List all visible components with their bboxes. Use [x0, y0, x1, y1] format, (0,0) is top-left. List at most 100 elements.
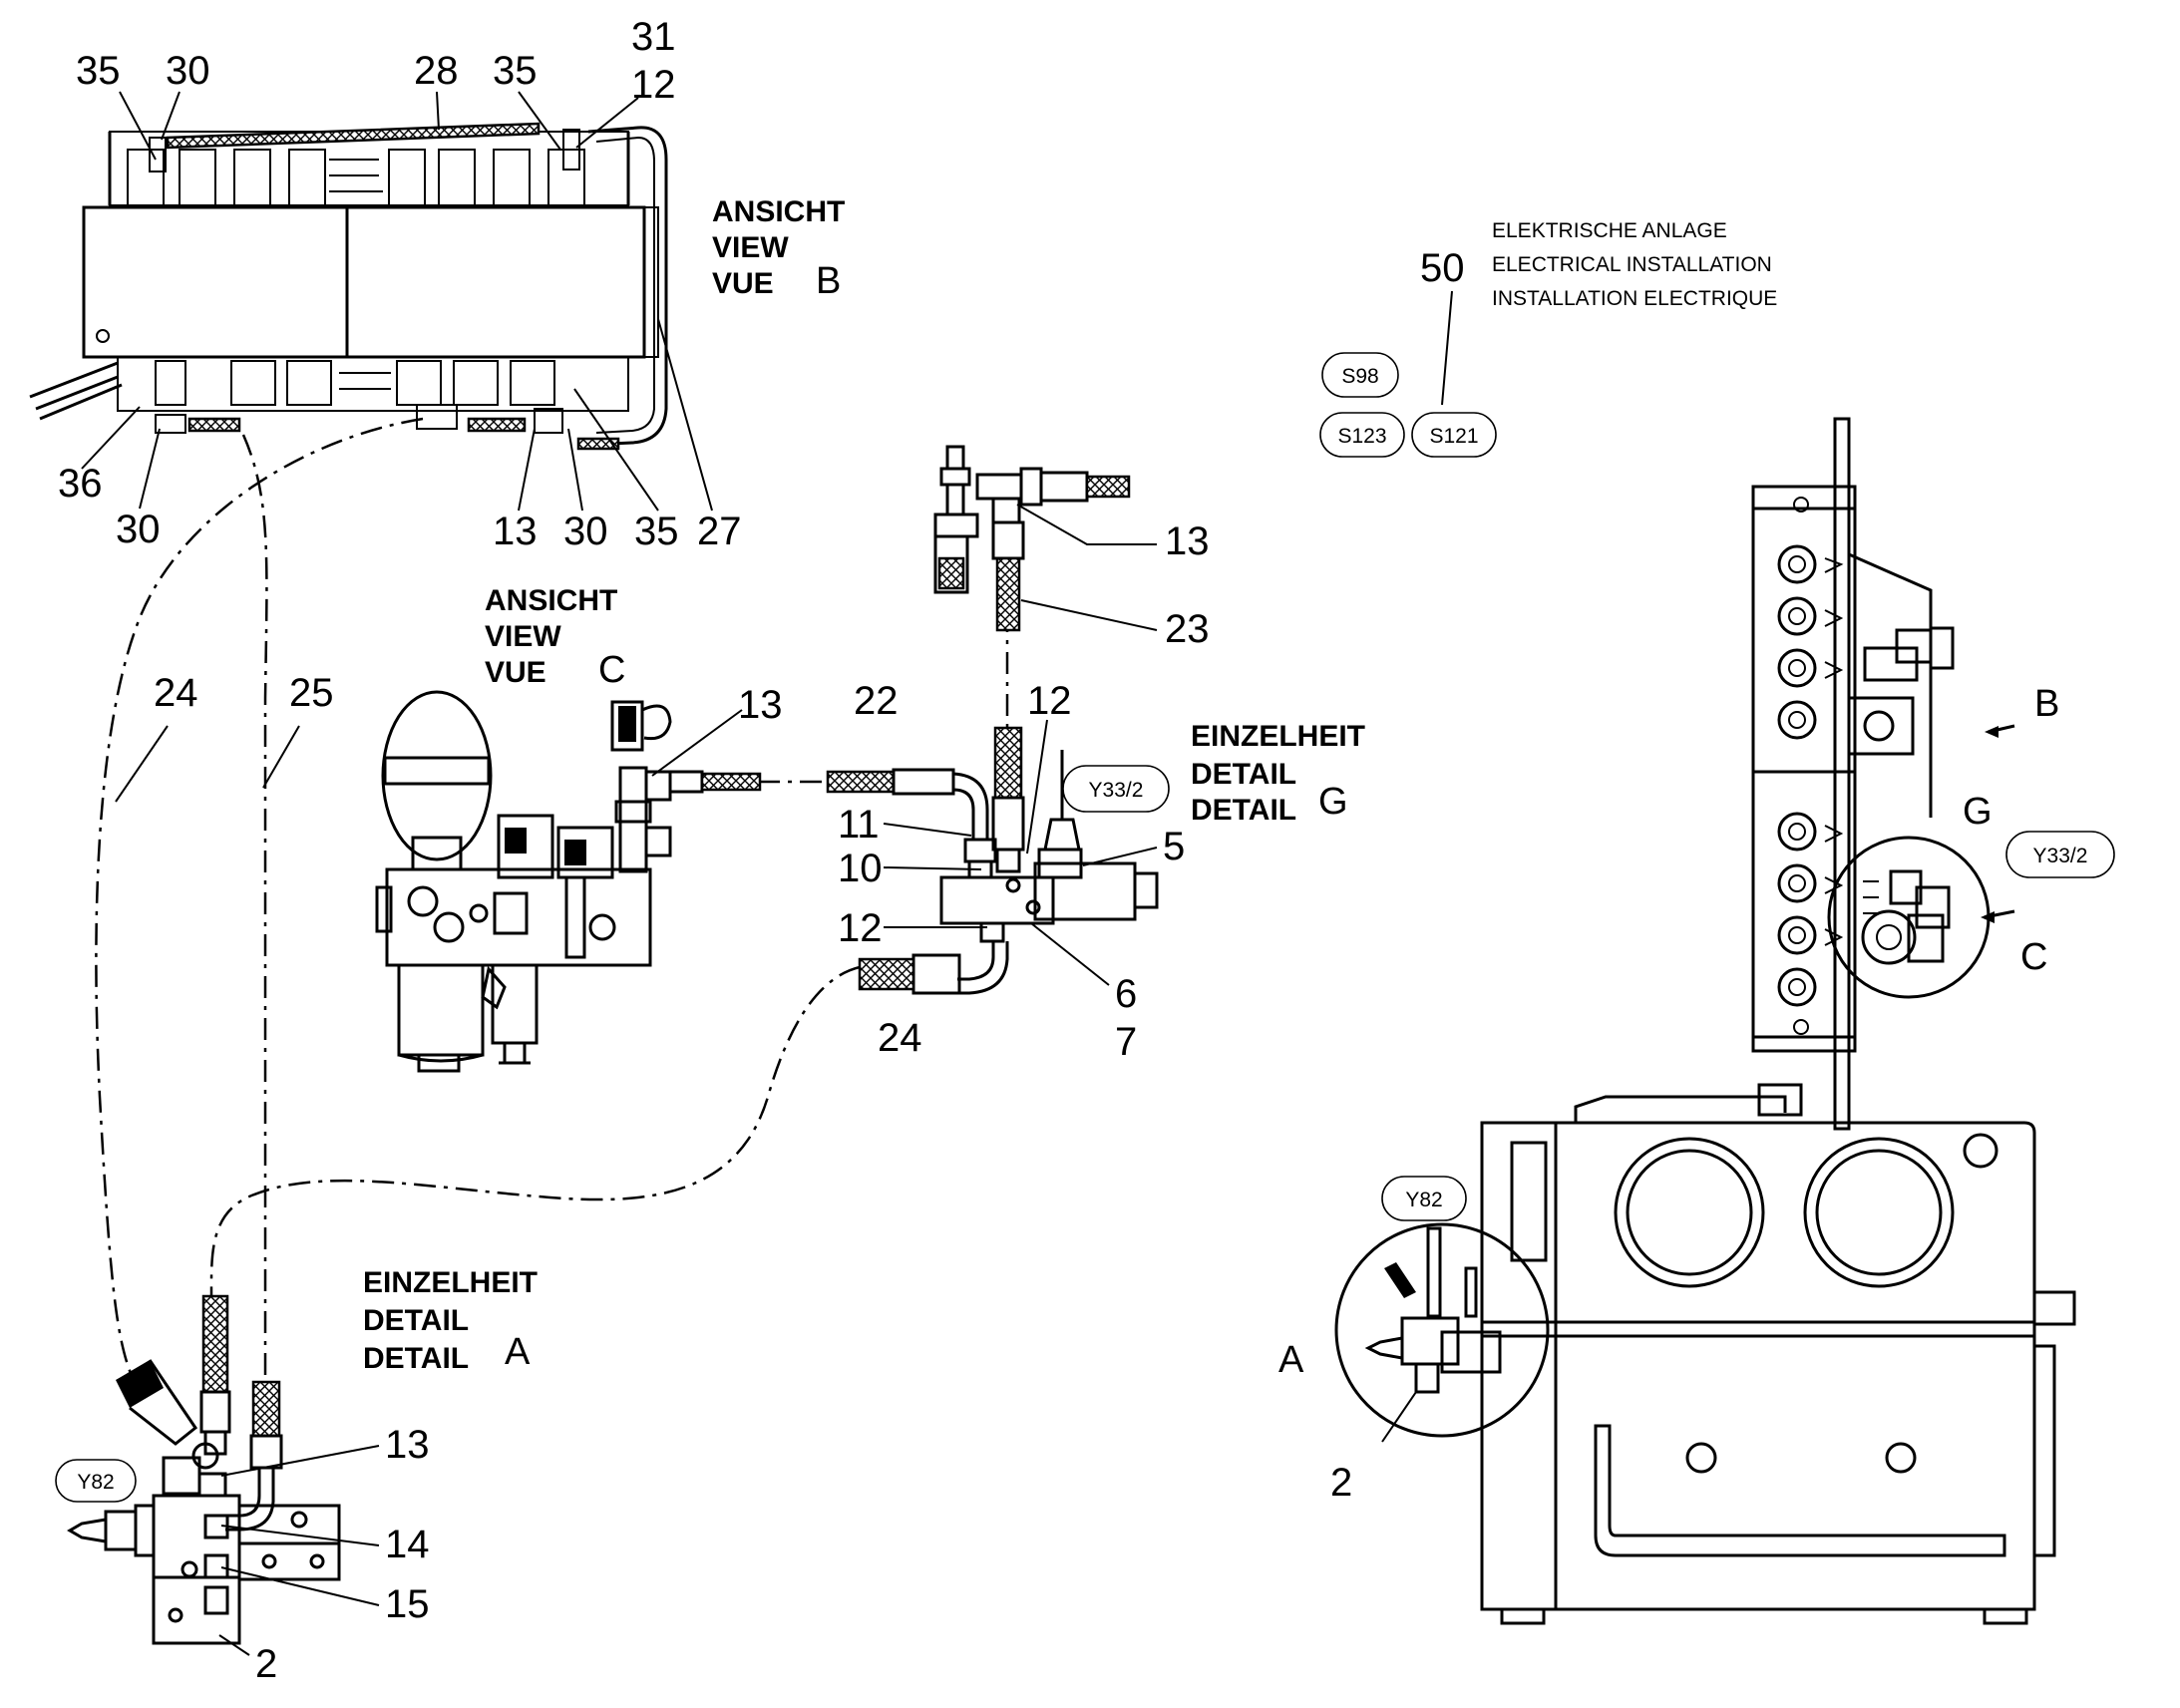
svg-text:Y33/2: Y33/2: [2033, 845, 2088, 867]
hose-25-route: [241, 434, 268, 1376]
valve-panel: [1751, 485, 1857, 1053]
panel-valves-lower: [1777, 812, 1844, 1007]
callout: 2: [255, 1642, 277, 1686]
electrical-line-1: ELEKTRISCHE ANLAGE: [1492, 219, 1727, 242]
overview-letter-g: G: [1963, 791, 1993, 833]
tank-opening-right: [1803, 1137, 1955, 1288]
callout: 30: [563, 510, 608, 553]
callout: 13: [493, 510, 538, 553]
svg-text:S121: S121: [1429, 425, 1478, 448]
view-c-assembly: [375, 690, 762, 1073]
callout: 35: [76, 49, 121, 93]
callout: 35: [634, 510, 679, 553]
detail-a-line-2: DETAIL: [363, 1304, 469, 1337]
callout: 5: [1163, 825, 1185, 868]
view-b-callouts: 35 30 28 35 31 12 36 30 13 30 35 27: [58, 15, 742, 553]
callout: 30: [166, 49, 210, 93]
view-b-upper-fittings: [108, 129, 630, 206]
callout: 14: [385, 1523, 430, 1566]
callout: 27: [697, 510, 742, 553]
callout: 13: [738, 683, 783, 727]
view-c-line-3: VUE: [485, 656, 546, 689]
overview-letter-a: A: [1278, 1339, 1304, 1381]
hose-25-end: [251, 1380, 281, 1438]
callout: 31: [631, 15, 676, 59]
hose-23-right: [1085, 475, 1131, 499]
detail-g-assembly: [826, 445, 1159, 995]
electrical-number: 50: [1420, 246, 1465, 290]
hose-24-route-detail: [209, 965, 861, 1297]
hose-24-route: [95, 417, 424, 1377]
callout: 15: [385, 1582, 430, 1626]
callout: 30: [116, 508, 161, 551]
detail-g-tag: Y33/2: [1062, 765, 1170, 813]
overview-assembly: [1334, 417, 2076, 1625]
hose-22-left: [700, 772, 762, 792]
detail-g-letter: G: [1318, 781, 1348, 823]
view-b-assembly: [29, 122, 668, 451]
hose-22: [826, 770, 896, 794]
detail-a-label: EINZELHEIT DETAIL DETAIL A Y82: [55, 1266, 538, 1503]
detail-a-tag-text: Y82: [77, 1471, 114, 1494]
detail-g-tag-text: Y33/2: [1089, 779, 1144, 802]
callout: 28: [414, 49, 459, 93]
overview-callout-2: 2: [1330, 1461, 1352, 1505]
hose-routes: 24 25: [95, 417, 1009, 1377]
callout: 23: [1165, 607, 1210, 651]
view-b-label: ANSICHT VIEW VUE B: [712, 195, 845, 302]
view-b-line-1: ANSICHT: [712, 195, 845, 228]
callout: 12: [631, 63, 676, 107]
overview-tag-y33-2: Y33/2: [2005, 831, 2115, 878]
electrical-line-2: ELECTRICAL INSTALLATION: [1492, 253, 1772, 276]
detail-a-marker-circle: [1334, 1222, 1550, 1438]
overview-letter-c: C: [2020, 936, 2047, 978]
svg-text:S123: S123: [1337, 425, 1386, 448]
view-b-letter: B: [816, 260, 841, 302]
view-b-lower-fittings: [29, 356, 629, 451]
detail-g-label: EINZELHEIT DETAIL DETAIL G Y33/2: [1062, 720, 1365, 827]
detail-a-line-3: DETAIL: [363, 1342, 469, 1375]
view-c-line-2: VIEW: [485, 620, 561, 653]
callout: 12: [838, 906, 883, 950]
svg-text:S98: S98: [1341, 365, 1378, 388]
detail-g-line-3: DETAIL: [1191, 794, 1296, 827]
callout: 24: [878, 1016, 922, 1060]
hydraulic-tank: [1480, 1121, 2036, 1611]
callout: 35: [493, 49, 538, 93]
tank-opening-left: [1614, 1137, 1765, 1288]
detail-a-line-1: EINZELHEIT: [363, 1266, 538, 1299]
detail-a-letter: A: [505, 1331, 531, 1373]
detail-g-callouts: 13 23 22 12 11 10 12 5 6 7 24: [838, 504, 1210, 1064]
detail-a-assembly: [67, 1294, 341, 1645]
callout: 11: [838, 803, 880, 847]
view-c-line-1: ANSICHT: [485, 584, 617, 617]
callout: 13: [385, 1423, 430, 1467]
detail-g-line-2: DETAIL: [1191, 758, 1296, 791]
hose-callout-24: 24: [154, 671, 198, 715]
accumulator: [381, 690, 493, 861]
callout: 6: [1115, 972, 1137, 1016]
electrical-tag-s123: S123: [1319, 412, 1405, 458]
view-b-line-2: VIEW: [712, 231, 789, 264]
callout: 10: [838, 847, 883, 890]
electrical-note: 50 ELEKTRISCHE ANLAGE ELECTRICAL INSTALL…: [1319, 219, 1777, 458]
overview-labels: B G C A 2 Y33/2 Y82: [1278, 683, 2115, 1505]
callout: 7: [1115, 1020, 1137, 1064]
svg-text:Y82: Y82: [1405, 1189, 1442, 1211]
view-b-side-hose-27: [587, 126, 668, 447]
view-b-valve-block: [82, 205, 646, 359]
overview-tag-y82: Y82: [1381, 1176, 1467, 1221]
detail-a-callouts: 13 14 15 2: [218, 1423, 430, 1686]
hose-24-end: [201, 1294, 229, 1394]
panel-valves-upper: [1777, 544, 1844, 740]
callout: 13: [1165, 519, 1210, 563]
detail-g-line-1: EINZELHEIT: [1191, 720, 1365, 753]
view-c-label: ANSICHT VIEW VUE C 13: [485, 584, 783, 777]
callout: 12: [1027, 679, 1072, 723]
electrical-line-3: INSTALLATION ELECTRIQUE: [1492, 287, 1777, 310]
electrical-tag-s98: S98: [1321, 352, 1399, 398]
hose-callout-25: 25: [289, 671, 334, 715]
view-b-hose-28: [166, 122, 541, 150]
hose-24-detail-g: [858, 957, 915, 991]
